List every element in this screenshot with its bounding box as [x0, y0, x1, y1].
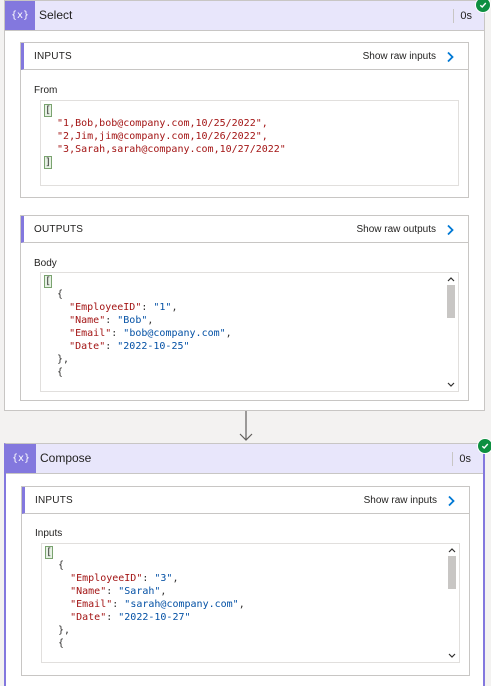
bracket-open: [ [43, 104, 53, 117]
chevron-right-icon [447, 224, 454, 235]
code-line: [ [44, 546, 459, 559]
json-entry: "Name": "Sarah", [70, 586, 167, 597]
json-entry: "EmployeeID": "1", [69, 302, 178, 313]
code-line: { [46, 560, 65, 571]
field-label: Body [34, 258, 57, 269]
body-value-box[interactable]: [ { "EmployeeID": "1", "Name": "Bob", "E… [40, 272, 459, 392]
show-raw-outputs-label: Show raw outputs [356, 224, 437, 235]
variable-icon: {x} [6, 444, 36, 473]
field-label: Inputs [35, 528, 63, 539]
duration-badge: 0s [452, 452, 477, 466]
scroll-thumb[interactable] [447, 285, 455, 318]
show-raw-inputs-link[interactable]: Show raw inputs [364, 487, 457, 514]
scroll-down-icon[interactable] [445, 650, 459, 662]
select-action-header[interactable]: {x} Select 0s [5, 1, 484, 31]
code-line: { [45, 367, 64, 378]
section-label: INPUTS [35, 495, 73, 506]
bracket-close: ] [43, 156, 53, 169]
show-raw-outputs-link[interactable]: Show raw outputs [357, 216, 457, 243]
scroll-up-icon[interactable] [444, 273, 458, 285]
json-entry: "EmployeeID": "3", [70, 573, 179, 584]
code-line: }, [45, 354, 70, 365]
down-arrow-icon [239, 411, 253, 441]
action-title: Select [39, 8, 73, 22]
code-line: { [45, 289, 64, 300]
json-entry: "Date": "2022-10-27" [70, 612, 191, 623]
compose-action-header[interactable]: {x} Compose 0s [6, 444, 483, 474]
compose-action-card[interactable]: {x} Compose 0s INPUTS Show raw inputs In… [4, 443, 485, 686]
outputs-section-header: OUTPUTS Show raw outputs [21, 216, 468, 243]
action-title: Compose [40, 451, 92, 465]
bracket-open: [ [44, 546, 54, 559]
inputs-section: INPUTS Show raw inputs Inputs [ { "Emplo… [21, 486, 470, 676]
code-line: [ [43, 104, 458, 117]
code-line: }, [46, 625, 71, 636]
code-line: "2,Jim,jim@company.com,10/26/2022", [45, 131, 268, 142]
code-line: [ [43, 275, 458, 288]
outputs-section: OUTPUTS Show raw outputs Body [ { "Emplo… [20, 215, 469, 401]
code-line: "3,Sarah,sarah@company.com,10/27/2022" [45, 144, 286, 155]
success-check-icon [477, 438, 491, 454]
code-line: "1,Bob,bob@company.com,10/25/2022", [45, 118, 268, 129]
show-raw-inputs-label: Show raw inputs [363, 495, 437, 506]
scroll-thumb[interactable] [448, 556, 456, 589]
duration-badge: 0s [453, 9, 478, 23]
scroll-up-icon[interactable] [445, 544, 459, 556]
success-check-icon [475, 0, 491, 13]
vertical-scrollbar[interactable] [445, 544, 459, 662]
bracket-open: [ [43, 275, 53, 288]
inputs-section: INPUTS Show raw inputs From [ "1,Bob,bob… [20, 42, 469, 198]
scroll-down-icon[interactable] [444, 379, 458, 391]
json-entry: "Email": "sarah@company.com", [70, 599, 245, 610]
variable-icon: {x} [5, 1, 35, 30]
chevron-right-icon [448, 495, 455, 506]
json-entry: "Email": "bob@company.com", [69, 328, 232, 339]
show-raw-inputs-label: Show raw inputs [362, 51, 436, 62]
inputs-value-box[interactable]: [ { "EmployeeID": "3", "Name": "Sarah", … [41, 543, 460, 663]
inputs-section-header: INPUTS Show raw inputs [21, 43, 468, 70]
show-raw-inputs-link[interactable]: Show raw inputs [363, 43, 456, 70]
inputs-section-header: INPUTS Show raw inputs [22, 487, 469, 514]
chevron-right-icon [447, 51, 454, 62]
section-label: INPUTS [34, 51, 72, 62]
select-action-card[interactable]: {x} Select 0s INPUTS Show raw inputs Fro… [4, 0, 485, 411]
section-label: OUTPUTS [34, 224, 84, 235]
code-line: { [46, 638, 65, 649]
field-label: From [34, 85, 58, 96]
vertical-scrollbar[interactable] [444, 273, 458, 391]
from-value-box[interactable]: [ "1,Bob,bob@company.com,10/25/2022", "2… [40, 100, 459, 186]
code-line: ] [43, 156, 458, 169]
json-entry: "Date": "2022-10-25" [69, 341, 190, 352]
json-entry: "Name": "Bob", [69, 315, 154, 326]
